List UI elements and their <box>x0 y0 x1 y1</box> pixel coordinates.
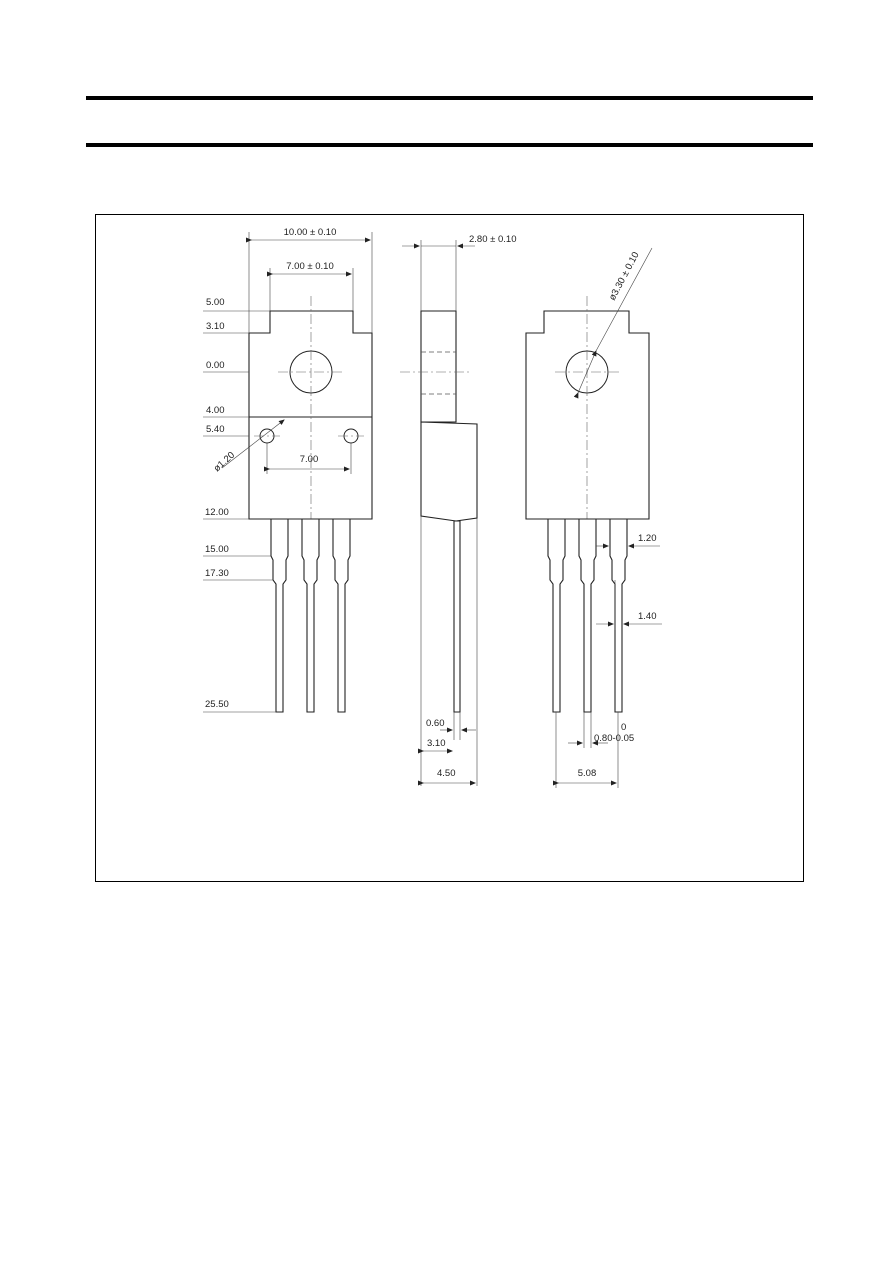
side-lead <box>453 520 461 713</box>
front-view: 10.00 ± 0.10 7.00 ± 0.10 5.00 3.10 0.00 … <box>203 227 373 713</box>
dim-y-1730: 17.30 <box>205 568 229 579</box>
dim-y-310: 3.10 <box>206 321 225 332</box>
dim-depth-450: 4.50 <box>437 768 456 779</box>
dim-thickness: 2.80 ± 0.10 <box>469 234 516 245</box>
dim-y-1200: 12.00 <box>205 507 229 518</box>
back-lead-3 <box>609 518 628 713</box>
dim-lead-120: 1.20 <box>638 533 657 544</box>
side-view: 2.80 ± 0.10 0.60 3.10 4.50 <box>400 234 516 786</box>
dim-tol-zero: 0 <box>621 722 626 733</box>
front-body-outline <box>248 310 373 520</box>
dim-pin-hole: ø1.20 <box>212 450 237 474</box>
dim-lead-140: 1.40 <box>638 611 657 622</box>
dim-y-2550: 25.50 <box>205 699 229 710</box>
back-body-outline <box>525 310 650 520</box>
side-body-outline <box>420 421 478 522</box>
dim-y-400: 4.00 <box>206 405 225 416</box>
dim-y-500: 5.00 <box>206 297 225 308</box>
dim-width-10: 10.00 ± 0.10 <box>284 227 337 238</box>
dim-width-7: 7.00 ± 0.10 <box>286 261 333 272</box>
front-lead-1 <box>270 518 289 713</box>
front-lead-3 <box>332 518 351 713</box>
dim-y-1500: 15.00 <box>205 544 229 555</box>
side-tab-outline <box>420 310 457 423</box>
dim-lead-060: 0.60 <box>426 718 445 729</box>
front-lead-2 <box>301 518 320 713</box>
header-rule-bottom <box>86 143 813 147</box>
dim-pitch-508: 5.08 <box>578 768 597 779</box>
drawing-frame <box>95 214 804 882</box>
back-view: ø3.30 ± 0.10 1.20 1.40 0 0.80-0.05 5.08 <box>525 247 662 788</box>
back-lead-1 <box>547 518 566 713</box>
dim-lead-080: 0.80-0.05 <box>594 733 634 744</box>
back-lead-2 <box>578 518 597 713</box>
dim-y-540: 5.40 <box>206 424 225 435</box>
dim-y-000: 0.00 <box>206 360 225 371</box>
header-rule-top <box>86 96 813 100</box>
dim-lead-310: 3.10 <box>427 738 446 749</box>
dim-pin-spacing: 7.00 <box>300 454 319 465</box>
